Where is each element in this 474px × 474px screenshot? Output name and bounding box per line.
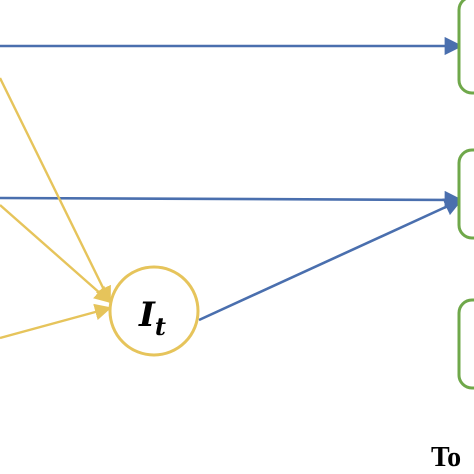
output-box-bottom: [457, 298, 474, 390]
blue-arrow-from-node: [198, 198, 463, 322]
node-label-subscript: t: [155, 312, 166, 341]
caption-text: To: [431, 442, 461, 473]
yellow-arrow-mid-left: [0, 204, 112, 304]
output-box-middle: [457, 148, 474, 240]
output-box-top: [457, 0, 474, 95]
blue-arrow-middle: [0, 190, 463, 210]
yellow-arrow-bottom-left: [0, 303, 112, 340]
yellow-arrow-top-left: [0, 77, 112, 304]
node-circle: [108, 265, 200, 357]
node-label: It: [138, 295, 166, 341]
node-label-symbol: I: [138, 295, 156, 335]
